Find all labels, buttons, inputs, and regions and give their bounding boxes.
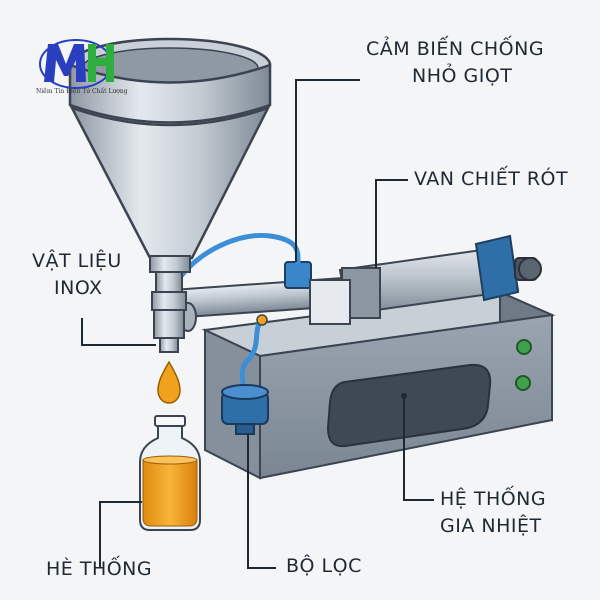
- filter-hose: [239, 318, 264, 393]
- nozzle: [151, 271, 187, 353]
- filter-leader: [247, 434, 276, 569]
- heating-leader-dot: [401, 393, 407, 399]
- material-leader: [81, 318, 156, 346]
- label-heating-line1: HỆ THỐNG: [440, 488, 547, 510]
- filter-unit: [221, 384, 269, 435]
- label-filling-valve: VAN CHIẾT RÓT: [414, 168, 569, 190]
- label-drip-sensor: CẢM BIẾN CHỐNG NHỎ GIỌT: [366, 36, 544, 90]
- bottle: [139, 415, 201, 531]
- label-system: HÈ THỐNG: [46, 558, 153, 580]
- sensor-hose: [175, 232, 301, 282]
- logo-caption: Niềm Tin Điện Tử Chất Lượng: [36, 88, 128, 95]
- brand-logo: [39, 39, 114, 89]
- label-material-line1: VẬT LIỆU: [32, 250, 122, 272]
- drip-sensor: [284, 261, 351, 325]
- heating-leader: [403, 396, 434, 501]
- label-material: VẬT LIỆU INOX: [32, 248, 122, 302]
- label-heating: HỆ THỐNG GIA NHIỆT: [440, 486, 546, 540]
- leader-lines: [81, 79, 434, 569]
- valve-leader: [375, 179, 408, 268]
- label-material-line2: INOX: [54, 277, 103, 299]
- sensor-leader: [295, 79, 360, 262]
- label-drip-sensor-line1: CẢM BIẾN CHỐNG: [366, 38, 545, 60]
- label-filter: BỘ LỌC: [286, 555, 362, 577]
- system-leader: [99, 501, 142, 568]
- heating-box: [201, 290, 556, 480]
- label-drip-sensor-line2: NHỎ GIỌT: [412, 65, 513, 87]
- stainless-hopper: [68, 37, 272, 273]
- label-heating-line2: GIA NHIỆT: [440, 515, 542, 537]
- liquid-drop: [157, 360, 181, 404]
